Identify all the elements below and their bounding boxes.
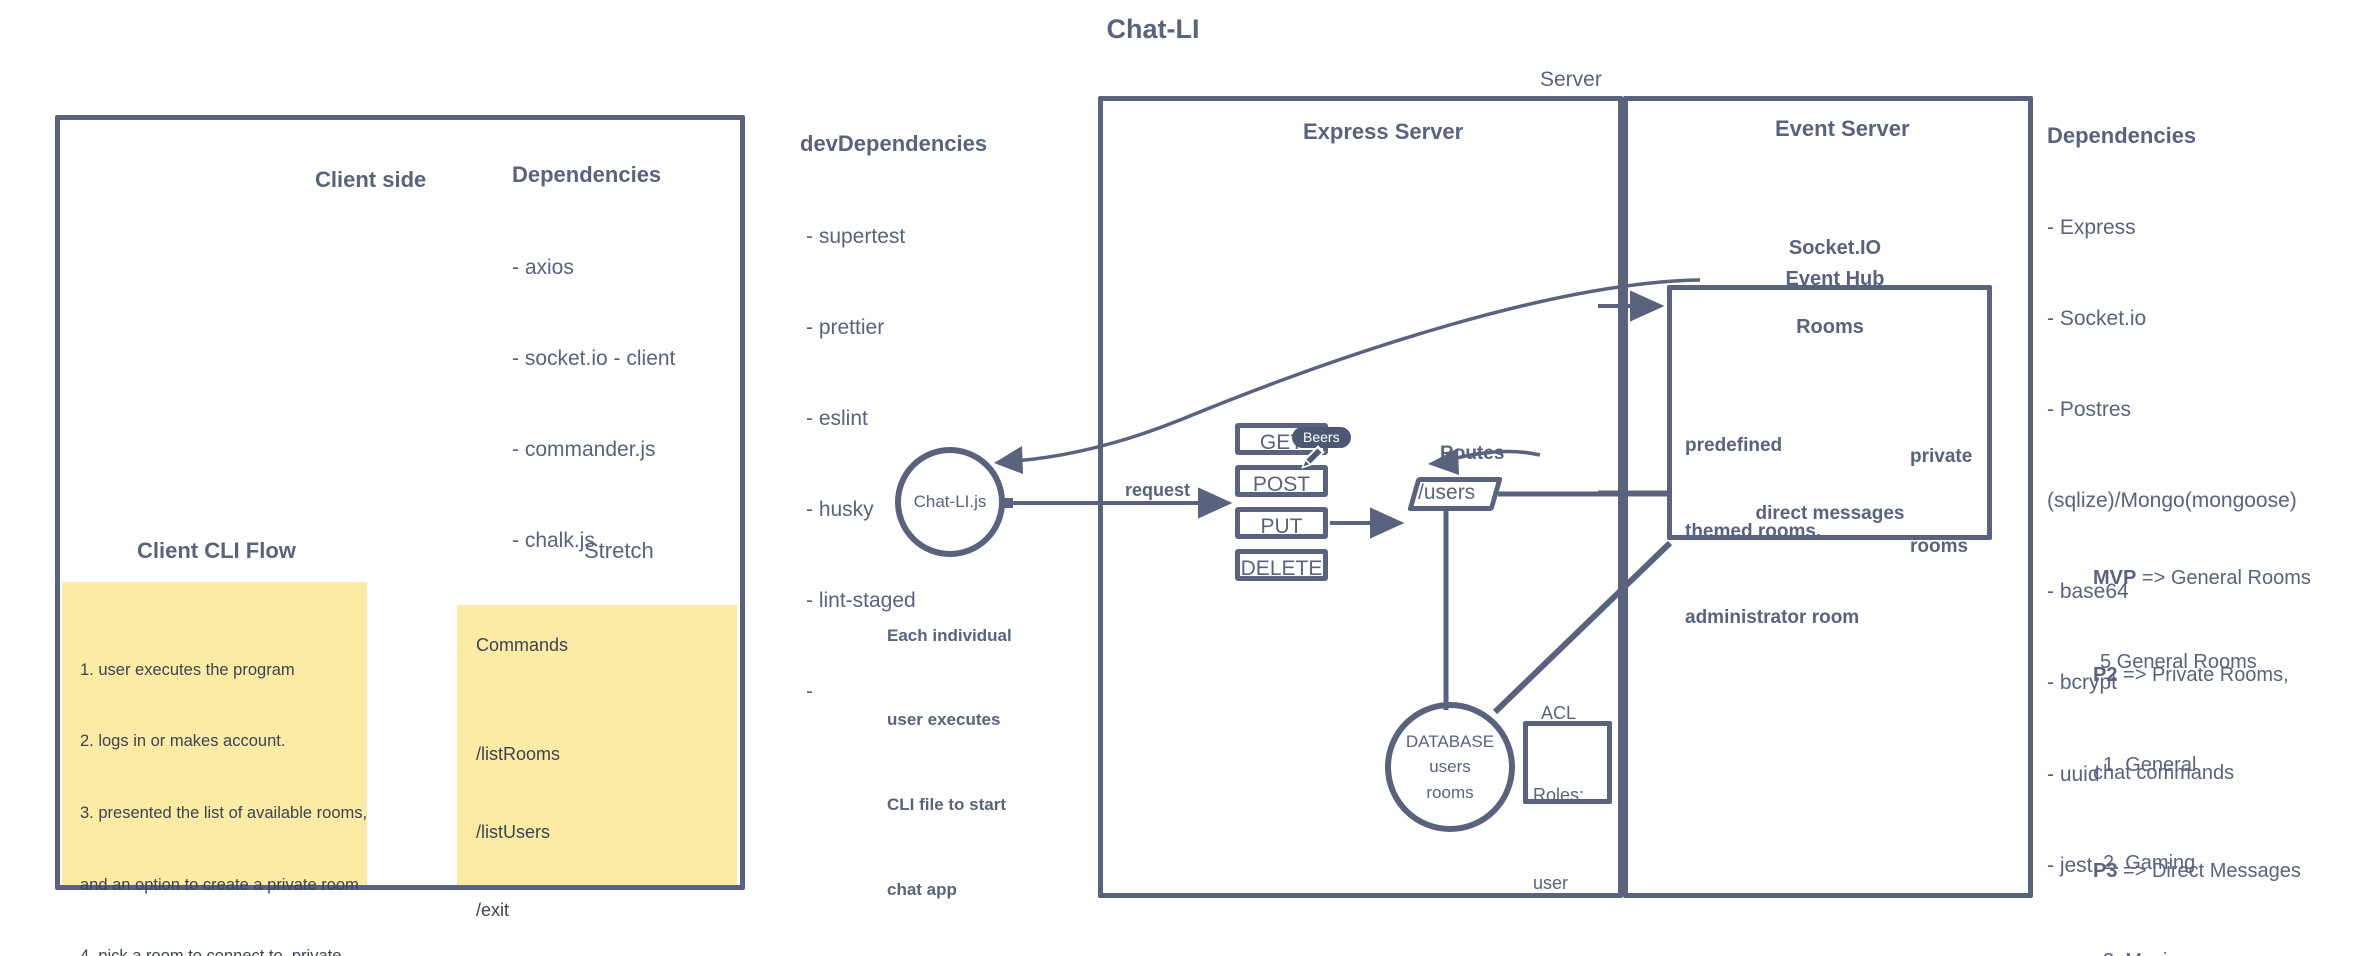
chat-li-js-label: Chat-LI.js [913, 492, 987, 511]
database-label: DATABASE [1405, 731, 1495, 751]
list-item: 3. presented the list of available rooms… [80, 804, 368, 823]
database-users-label: users [1429, 757, 1471, 777]
priority-tag: MVP [2093, 566, 2137, 589]
priority-text: => General Rooms [2136, 566, 2311, 589]
page-title: Chat-LI [1106, 14, 1200, 44]
list-item: - base64 [2047, 580, 2129, 604]
stretch-title: Stretch [584, 538, 654, 563]
event-server-title: Event Server [1775, 116, 1910, 141]
list-item: 2. Gaming [2103, 851, 2196, 874]
server-label: Server [1540, 68, 1602, 91]
list-item: Each individual [887, 625, 1012, 645]
dev-dependencies-title: devDependencies [800, 131, 988, 156]
list-item: - husky [806, 498, 874, 522]
list-item: CLI file to start [887, 795, 1007, 815]
rooms-left-lines: predefined themed rooms, administrator r… [1685, 373, 1859, 691]
client-side-heading: Client side [315, 167, 427, 192]
client-side-panel [55, 115, 745, 890]
list-item: rooms [1910, 535, 1969, 557]
acl-box [1523, 721, 1612, 804]
list-item: 3. Music [2103, 947, 2245, 956]
rooms-title: Rooms [1796, 316, 1864, 338]
list-item: Roles: [1533, 784, 1585, 805]
priority-text: chat commands [2093, 761, 2235, 784]
list-item: - bcrypt [2047, 671, 2118, 695]
list-item: 1. General [2103, 753, 2197, 776]
list-item: 1. user executes the program [80, 660, 295, 679]
list-item: - Postres [2047, 398, 2132, 422]
list-item: /listRooms [476, 744, 561, 765]
list-item: (sqlize)/Mongo(mongoose) [2047, 489, 2297, 513]
list-item: - supertest [806, 224, 906, 248]
general-rooms-heading: 5 General Rooms [2100, 651, 2257, 673]
pencil-icon [1300, 444, 1326, 475]
users-route-label: /users [1418, 481, 1476, 504]
list-item: user [1533, 872, 1569, 893]
list-item: - lint-staged [806, 589, 916, 613]
list-item: chat commands [2093, 759, 2311, 788]
list-item: predefined [1685, 434, 1783, 456]
priority-text: => Private Rooms, [2117, 664, 2289, 687]
chat-li-js-caption: Each individual user executes CLI file t… [887, 563, 1012, 956]
request-label: request [1125, 480, 1191, 500]
client-dependencies-title: Dependencies [512, 162, 662, 187]
priority-tag: P2 [2093, 664, 2118, 687]
event-server-panel [1623, 96, 2033, 898]
express-server-panel [1098, 96, 1623, 898]
response-arrowhead [994, 446, 1023, 474]
list-item: - Express [2047, 215, 2136, 239]
list-item: - axios [512, 255, 574, 279]
stretch-commands-list: /listRooms /listUsers /exit /switchRoom … [476, 690, 632, 956]
list-item: - Socket.io [2047, 306, 2147, 330]
list-item: - socket.io - client [512, 346, 676, 370]
dev-dependencies-list: - supertest - prettier - eslint - husky … [806, 161, 916, 769]
rooms-right-lines: private rooms [1910, 380, 1972, 623]
list-item: private [1910, 445, 1973, 467]
list-item: themed rooms, [1685, 521, 1822, 543]
database-node: DATABASE users rooms [1385, 702, 1515, 832]
express-server-title: Express Server [1303, 119, 1464, 144]
list-item: P3 => Direct Messages [2093, 857, 2311, 886]
list-item: - uuid [2047, 762, 2100, 786]
priority-list: MVP => General Rooms P2 => Private Rooms… [2093, 495, 2311, 954]
priority-text: => Direct Messages [2117, 859, 2301, 882]
list-item: - chalk.js [512, 529, 595, 553]
database-rooms-label: rooms [1426, 782, 1474, 802]
stretch-commands-note [457, 605, 737, 885]
acl-lines: Roles: user admin [1533, 721, 1584, 956]
list-item: and an option to create a private room [80, 875, 359, 894]
client-cli-flow-title: Client CLI Flow [137, 538, 296, 563]
routes-label: Routes [1440, 443, 1505, 464]
list-item: chat app [887, 880, 957, 900]
rooms-direct-messages: direct messages [1755, 503, 1905, 524]
chat-li-js-node: Chat-LI.js [895, 447, 1005, 557]
event-hub-label: Event Hub [1785, 268, 1885, 290]
list-item: 2. logs in or makes account. [80, 732, 286, 751]
list-item: - commander.js [512, 438, 656, 462]
list-item: - [806, 680, 813, 704]
http-verb-post[interactable]: POST [1235, 465, 1328, 497]
priority-tag: P3 [2093, 859, 2118, 882]
list-item: - prettier [806, 315, 885, 339]
list-item: /exit [476, 900, 510, 921]
server-dependencies-list: - Express - Socket.io - Postres (sqlize)… [2047, 152, 2297, 942]
http-verb-delete[interactable]: DELETE [1235, 549, 1328, 581]
server-dependencies-title: Dependencies [2047, 123, 2197, 148]
list-item: user executes [887, 710, 1001, 730]
list-item: administrator room [1685, 607, 1860, 629]
socket-io-label: Socket.IO [1788, 237, 1882, 259]
list-item: - jest [2047, 853, 2093, 877]
http-verb-put[interactable]: PUT [1235, 507, 1328, 539]
client-cli-flow-steps: 1. user executes the program 2. logs in … [80, 611, 367, 956]
list-item: - eslint [806, 407, 868, 431]
list-item: /listUsers [476, 822, 551, 843]
general-rooms-list: 1. General 2. Gaming 3. Music 4. Program… [2103, 681, 2245, 956]
list-item: P2 => Private Rooms, [2093, 661, 2311, 690]
stretch-note-heading: Commands [476, 635, 569, 655]
list-item: 4. pick a room to connect to, private [80, 945, 367, 956]
client-cli-flow-note [62, 582, 367, 885]
list-item: MVP => General Rooms [2093, 564, 2311, 593]
